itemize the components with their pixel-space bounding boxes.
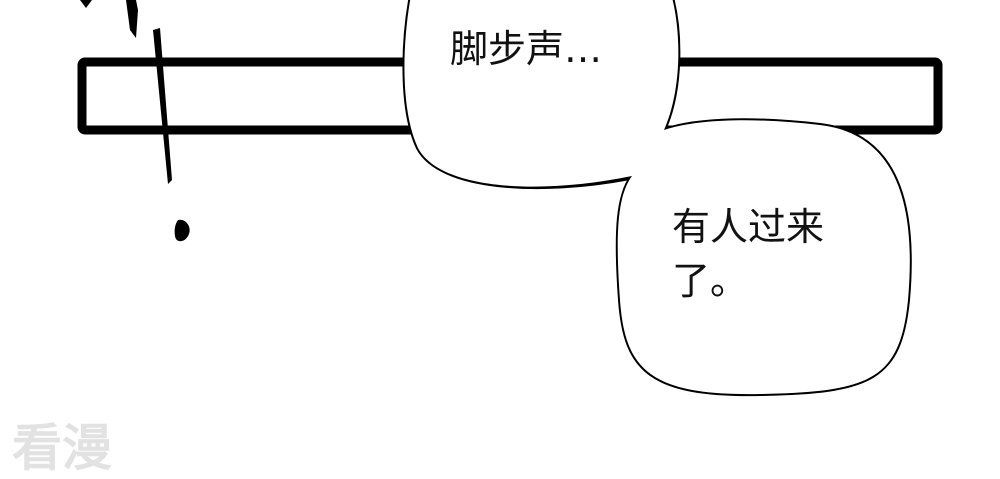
speech-bubbles (402, 0, 912, 397)
exclamation-stroke (80, 0, 172, 184)
watermark: 看漫 (12, 419, 112, 477)
bubble-text-footsteps: 脚步声… (450, 27, 603, 71)
bubble-text-someone-coming: 有人过来了。 (672, 205, 825, 303)
exclamation-dot (174, 219, 190, 242)
